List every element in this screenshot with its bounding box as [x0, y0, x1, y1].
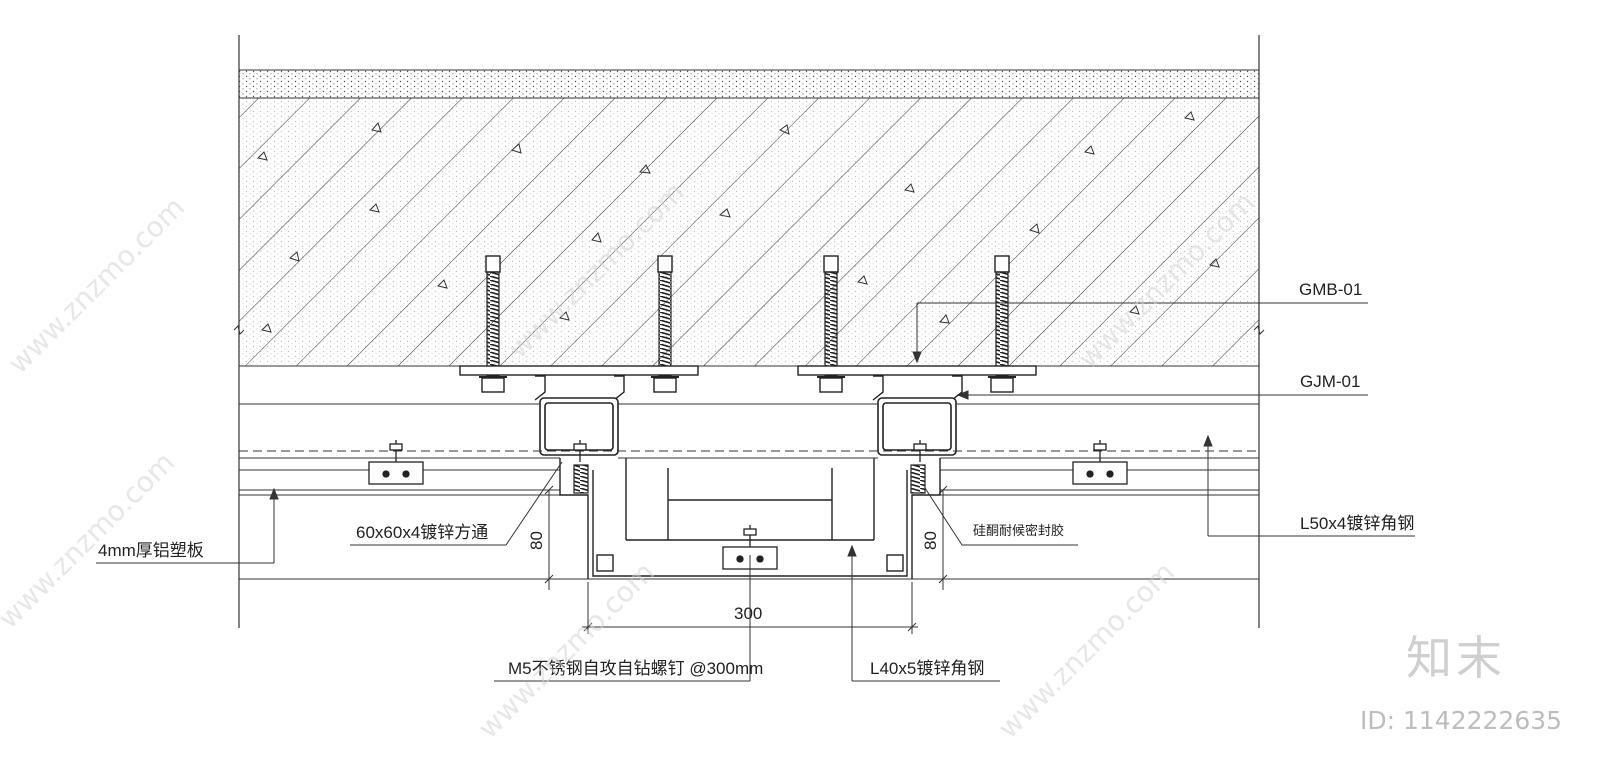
anchor-bolt [817, 255, 845, 393]
dimension-left-depth-value: 80 [527, 531, 546, 550]
svg-text:www.znzmo.com: www.znzmo.com [472, 556, 661, 745]
gmb-label: GMB-01 [1299, 280, 1362, 299]
angle-brackets [534, 375, 963, 401]
screed-layer [238, 69, 1260, 99]
angle-l40-leader [847, 544, 1000, 682]
panel-label: 4mm厚铝塑板 [98, 541, 204, 560]
panel-leader [96, 487, 279, 564]
angle-l50-leader [1203, 434, 1415, 537]
tube-leader [350, 461, 563, 546]
reveal-channel [559, 458, 941, 579]
svg-text:www.znzmo.com: www.znzmo.com [992, 556, 1181, 745]
panel-clips [368, 461, 1128, 570]
image-id: ID: 1142222635 [1360, 706, 1563, 735]
dimension-right-depth-value: 80 [921, 531, 940, 550]
gjm-label: GJM-01 [1300, 372, 1360, 391]
sealant-label: 硅酮耐候密封胶 [973, 523, 1064, 539]
screw-label: M5不锈钢自攻自钻螺钉 @300mm [508, 659, 763, 678]
dimension-width-value: 300 [734, 604, 762, 623]
gmb-leader [912, 302, 1368, 364]
break-marks [233, 325, 1265, 335]
sealant-joints [573, 464, 926, 494]
self-drilling-screws [389, 440, 1107, 547]
anchor-bolts [479, 255, 1016, 393]
svg-text:www.znzmo.com: www.znzmo.com [2, 191, 191, 380]
base-plates [459, 365, 1037, 376]
dimension-right-depth [938, 485, 948, 590]
brand-logo: 知末 [1406, 631, 1506, 685]
anchor-bolt [479, 255, 507, 393]
angle-l40-label: L40x5镀锌角钢 [870, 659, 984, 678]
anchor-bolt [651, 255, 679, 393]
angle-l50-label: L50x4镀锌角钢 [1300, 514, 1414, 533]
tube-label: 60x60x4镀锌方通 [356, 523, 488, 542]
anchor-bolt [988, 255, 1016, 393]
dimension-left-depth [544, 485, 554, 590]
concrete-slab [238, 97, 1260, 367]
aggregate-marks [257, 111, 1220, 333]
screw-leader [494, 555, 751, 682]
gjm-leader [956, 390, 1368, 400]
square-tubes [539, 397, 957, 456]
